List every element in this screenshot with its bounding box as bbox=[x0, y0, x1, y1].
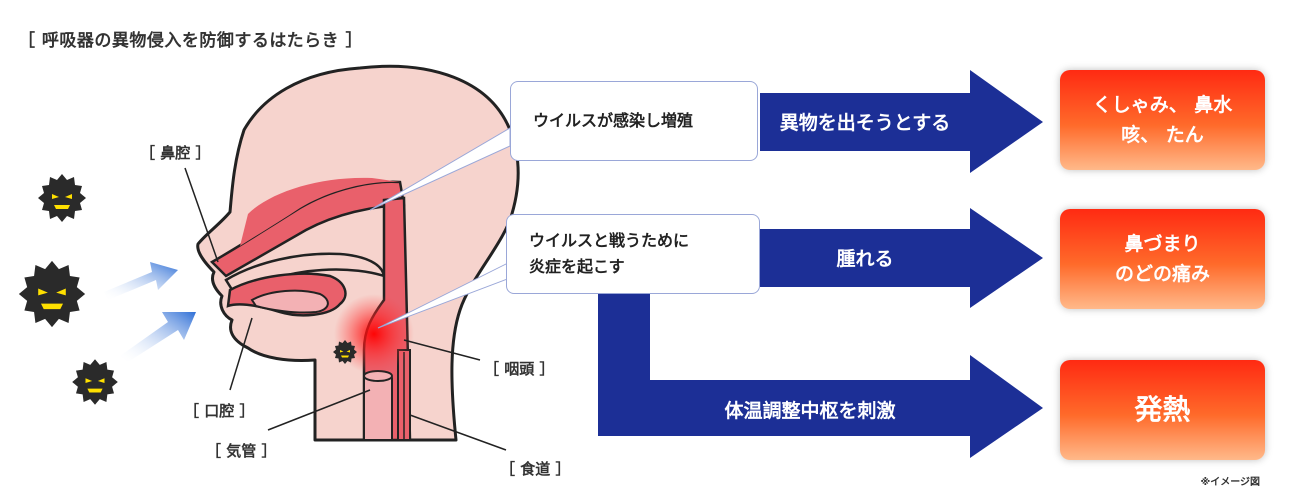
nasal-upper-airway bbox=[240, 177, 400, 246]
head-silhouette bbox=[196, 64, 520, 442]
arrow-thermo bbox=[598, 290, 1043, 458]
arrow-thermo-label: 体温調整中枢を刺激 bbox=[724, 400, 896, 422]
result-sneeze-line2: 咳、 たん bbox=[1121, 124, 1204, 146]
virus-icon bbox=[38, 174, 86, 222]
result-sneeze-line1: くしゃみ、 鼻水 bbox=[1092, 93, 1233, 116]
label-esophagus: ［ 食道 ］ bbox=[500, 460, 571, 478]
label-oral-cavity: ［ 口腔 ］ bbox=[184, 402, 255, 420]
callout-inflammation-line2: 炎症を起こす bbox=[529, 257, 625, 276]
result-sneeze-cough: くしゃみ、 鼻水 咳、 たん bbox=[1060, 70, 1265, 170]
airflow-streak-lower bbox=[120, 312, 196, 362]
result-congestion-sore-throat: 鼻づまり のどの痛み bbox=[1060, 209, 1265, 309]
label-pharynx: ［ 咽頭 ］ bbox=[484, 360, 555, 378]
virus-icon bbox=[333, 340, 357, 364]
result-congestion-line2: のどの痛み bbox=[1114, 263, 1210, 285]
callout-virus-infection-text: ウイルスが感染し増殖 bbox=[533, 110, 694, 130]
label-trachea: ［ 気管 ］ bbox=[206, 442, 277, 460]
label-nasal-cavity: ［ 鼻腔 ］ bbox=[140, 144, 211, 162]
arrow-expel-label: 異物を出そうとする bbox=[779, 112, 951, 134]
arrow-swell bbox=[760, 208, 1043, 308]
trachea-tube bbox=[363, 372, 393, 441]
image-note: ※イメージ図 bbox=[1200, 477, 1260, 488]
arrow-swell-label: 腫れる bbox=[836, 248, 894, 270]
arrow-expel bbox=[760, 70, 1043, 173]
airflow-streak-upper bbox=[104, 262, 178, 300]
virus-icon bbox=[18, 260, 86, 328]
result-fever-text: 発熱 bbox=[1134, 392, 1191, 426]
diagram-title: ［ 呼吸器の異物侵入を防御するはたらき ］ bbox=[18, 31, 363, 51]
tongue bbox=[250, 289, 329, 314]
result-fever: 発熱 bbox=[1060, 360, 1265, 460]
callout-inflammation: ウイルスと戦うために 炎症を起こす bbox=[506, 214, 760, 294]
callout-virus-infection: ウイルスが感染し増殖 bbox=[510, 81, 758, 161]
result-congestion-line1: 鼻づまり bbox=[1124, 232, 1201, 255]
virus-icon bbox=[72, 359, 118, 405]
callout-inflammation-line1: ウイルスと戦うために bbox=[529, 230, 690, 250]
